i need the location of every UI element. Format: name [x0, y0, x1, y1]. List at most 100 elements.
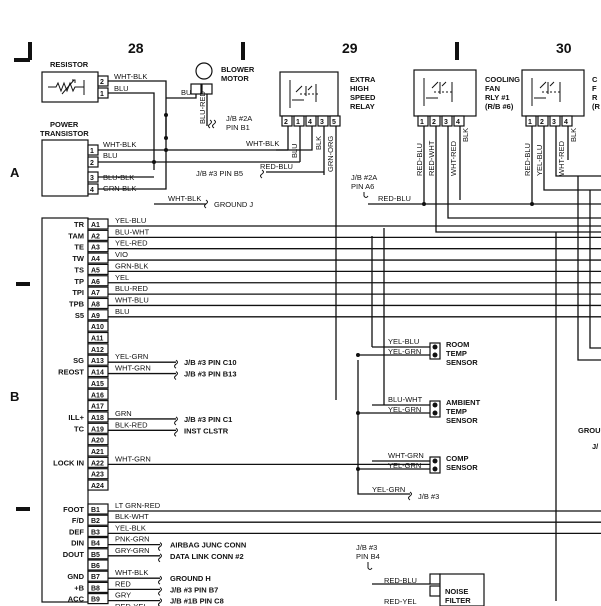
svg-text:BLU-RED: BLU-RED [198, 90, 207, 124]
signal-label: SG [73, 356, 84, 365]
destination-label: J/B #3 PIN B13 [184, 370, 237, 379]
resistor-wire-blu: BLU [114, 84, 129, 93]
svg-text:4: 4 [456, 119, 460, 126]
signal-label: TE [74, 243, 84, 252]
connector-symbol [158, 598, 162, 606]
svg-text:RLY #1: RLY #1 [485, 93, 510, 102]
pin-label: A9 [91, 313, 100, 320]
svg-text:RED-BLU: RED-BLU [260, 162, 293, 171]
pin-a16 [87, 388, 109, 400]
pin-label: A17 [91, 404, 104, 411]
pin-a13 [87, 354, 109, 366]
pin-label: A21 [91, 449, 104, 456]
sensor-name: SENSOR [446, 463, 478, 472]
pin-label: B3 [91, 529, 100, 536]
pin-a24 [87, 479, 109, 491]
noise-filter: J/B #3 PIN B4 RED-BLU RED-YEL NOISE FILT… [356, 543, 485, 606]
svg-text:HIGH: HIGH [350, 84, 369, 93]
svg-text:RED-BLU: RED-BLU [523, 143, 532, 176]
svg-text:FAN: FAN [485, 84, 500, 93]
pin-a21 [87, 445, 109, 457]
pin-b7 [87, 570, 109, 582]
pin-label: A20 [91, 438, 104, 445]
signal-label: TPI [72, 288, 84, 297]
wire [371, 228, 385, 405]
svg-text:(R: (R [592, 102, 600, 111]
sensor-pin [432, 410, 438, 416]
svg-text:GROU: GROU [578, 426, 601, 435]
temp-sensors: YEL-BLUYEL-GRNROOMTEMPSENSORBLU-WHTYEL-G… [356, 228, 481, 474]
signal-label: TR [74, 220, 85, 229]
wire-label: LT GRN-RED [115, 501, 161, 510]
svg-text:3: 3 [444, 119, 448, 126]
pin-label: A8 [91, 301, 100, 308]
pin-a17 [87, 400, 109, 412]
pin-b2 [87, 514, 109, 526]
pin-label: A4 [91, 256, 100, 263]
sensor-pin [432, 352, 438, 358]
pin-label: A12 [91, 347, 104, 354]
wire-label: RED-YEL [115, 602, 148, 606]
svg-text:4: 4 [90, 187, 94, 194]
pin-b3 [87, 525, 109, 538]
pin-a14 [87, 365, 109, 378]
svg-text:2: 2 [90, 160, 94, 167]
connector-symbol [174, 371, 178, 380]
sensor-connector [429, 342, 441, 360]
sensor-pin [432, 466, 438, 472]
sensor-name: SENSOR [446, 358, 478, 367]
sensor-name: COMP [446, 454, 469, 463]
svg-text:(R/B #6): (R/B #6) [485, 102, 514, 111]
signal-label: GND [67, 572, 84, 581]
svg-text:F: F [592, 84, 597, 93]
signal-label: ACC [68, 595, 85, 604]
pin-a3 [87, 241, 109, 253]
pin-label: B4 [91, 541, 100, 548]
destination-label: INST CLSTR [184, 426, 229, 435]
signal-label: REOST [58, 368, 84, 377]
svg-text:4: 4 [308, 119, 312, 126]
pin-label: A19 [91, 426, 104, 433]
sensor-pin [432, 458, 438, 464]
svg-text:J/B #3: J/B #3 [418, 492, 439, 501]
sensor-wire-2: YEL-GRN [388, 347, 421, 356]
pin-label: A14 [91, 370, 104, 377]
sensor-pin [432, 344, 438, 350]
svg-text:BLOWER: BLOWER [221, 65, 255, 74]
svg-text:5: 5 [332, 119, 336, 126]
pin-label: A11 [91, 336, 104, 343]
svg-text:3: 3 [90, 175, 94, 182]
svg-text:J/: J/ [592, 442, 599, 451]
wire-label: YEL-RED [115, 239, 148, 248]
wire-label: GRN-BLK [115, 261, 148, 270]
row-b: B [10, 389, 19, 404]
pin-a5 [87, 263, 109, 275]
signal-label: DIN [71, 539, 84, 548]
signal-label: DEF [69, 527, 84, 536]
svg-text:MOTOR: MOTOR [221, 74, 249, 83]
sensor-pin [432, 402, 438, 408]
pin-label: A23 [91, 472, 104, 479]
pin-label: A13 [91, 358, 104, 365]
svg-text:COOLING: COOLING [485, 75, 520, 84]
pin-label: A10 [91, 324, 104, 331]
pin-label: A5 [91, 267, 100, 274]
svg-text:WHT-RED: WHT-RED [449, 140, 458, 176]
pin-a2 [87, 229, 109, 241]
sensor-wire-2: YEL-GRN [388, 405, 421, 414]
blower-motor: BLOWER MOTOR BU BLU-RED J/B #2A PIN B1 [166, 62, 255, 132]
svg-text:BLK: BLK [314, 136, 323, 150]
pin-a22 [87, 456, 109, 468]
extra-high-speed-relay: EXTRA HIGH SPEED RELAY 2 1 4 3 5 BLU BLK… [276, 71, 376, 400]
wire-label: GRY-GRN [115, 546, 150, 555]
sensor-name: SENSOR [446, 416, 478, 425]
sensor-wire-1: WHT-GRN [388, 451, 424, 460]
wire-label: YEL-GRN [115, 352, 148, 361]
svg-text:1: 1 [100, 91, 104, 98]
signal-label: TPB [69, 299, 85, 308]
sensor-connector [429, 456, 441, 474]
wire-label: BLU-WHT [115, 227, 150, 236]
svg-text:J/B #3: J/B #3 [356, 543, 377, 552]
svg-text:GROUND J: GROUND J [214, 200, 253, 209]
svg-text:2: 2 [540, 119, 544, 126]
